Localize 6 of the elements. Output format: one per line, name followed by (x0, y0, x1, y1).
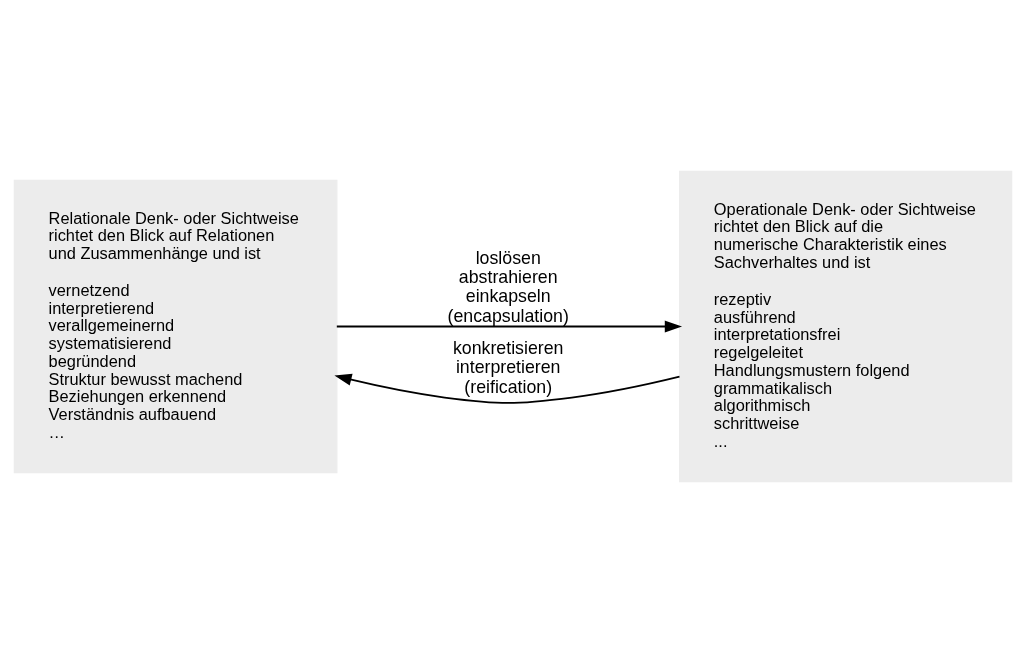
node-box: Operationale Denk- oder Sichtweise richtet den Blick auf die numerische Charakteristik eines Sachverhaltes und ist rezeptiv ausführend interpretationsfrei regelgeleitet Handlungsmustern folgend grammatikalisch algorithmisch schrittweise ... (678, 170, 1013, 483)
arrow (334, 373, 681, 404)
arrow (335, 320, 683, 333)
edge-label: konkretisieren interpretieren (reification) (452, 338, 564, 397)
node-box: Relationale Denk- oder Sichtweise richtet den Blick auf Relationen und Zusammenhänge und ist vernetzend interpretierend verallgemeinernd systematisierend begründend Struktur bewusst machend Beziehungen erkennend Verständnis aufbauend … (13, 179, 338, 474)
edge-label: loslösen abstrahieren einkapseln (encapsulation) (447, 248, 569, 326)
